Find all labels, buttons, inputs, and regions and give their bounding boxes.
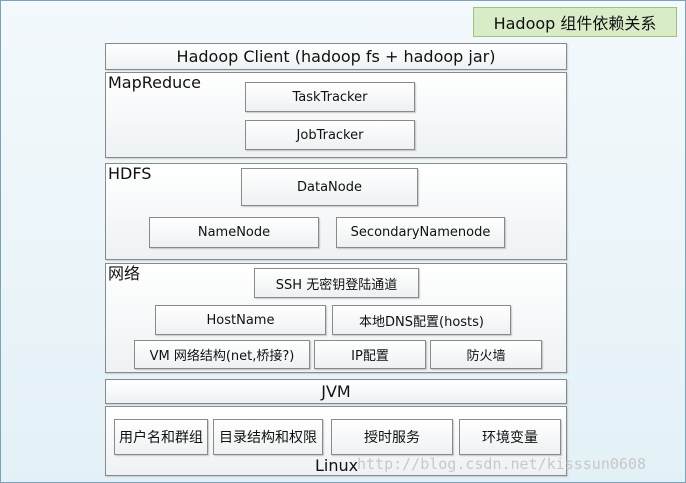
network-layer: 网络 SSH 无密钥登陆通道 HostName 本地DNS配置(hosts) V… xyxy=(105,263,567,373)
directory-permission-node: 目录结构和权限 xyxy=(213,419,323,455)
secondarynamenode-node: SecondaryNamenode xyxy=(336,217,505,248)
jobtracker-node: JobTracker xyxy=(245,120,415,150)
mapreduce-layer: MapReduce TaskTracker JobTracker xyxy=(105,72,567,158)
mapreduce-label: MapReduce xyxy=(108,73,201,92)
hostname-node: HostName xyxy=(155,305,326,335)
watermark: http://blog.csdn.net/kisssun0608 xyxy=(357,455,646,473)
jvm-layer: JVM xyxy=(105,379,567,404)
diagram-title: Hadoop 组件依赖关系 xyxy=(473,7,677,37)
namenode-node: NameNode xyxy=(149,217,319,248)
datanode-node: DataNode xyxy=(241,168,418,206)
user-group-node: 用户名和群组 xyxy=(114,419,208,455)
hdfs-label: HDFS xyxy=(108,164,152,183)
time-service-node: 授时服务 xyxy=(331,419,453,455)
linux-layer: 用户名和群组 目录结构和权限 授时服务 环境变量 Linux xyxy=(105,406,567,476)
local-dns-node: 本地DNS配置(hosts) xyxy=(332,305,511,335)
network-label: 网络 xyxy=(108,264,141,283)
tasktracker-node: TaskTracker xyxy=(245,82,415,112)
hadoop-client-layer: Hadoop Client (hadoop fs + hadoop jar) xyxy=(105,43,567,70)
ssh-channel-node: SSH 无密钥登陆通道 xyxy=(254,268,419,298)
firewall-node: 防火墙 xyxy=(430,340,542,369)
env-variables-node: 环境变量 xyxy=(459,419,561,455)
vm-network-node: VM 网络结构(net,桥接?) xyxy=(134,340,310,369)
hdfs-layer: HDFS DataNode NameNode SecondaryNamenode xyxy=(105,163,567,260)
ip-config-node: IP配置 xyxy=(314,340,426,369)
linux-label: Linux xyxy=(315,456,359,475)
